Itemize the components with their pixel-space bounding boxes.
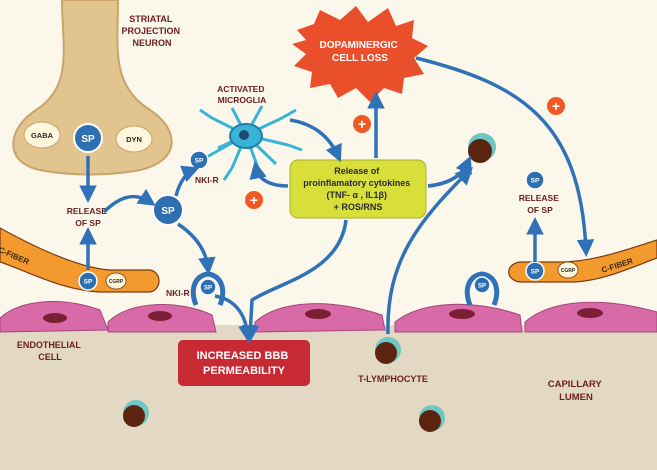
endothelial-label-line1: ENDOTHELIAL — [17, 340, 82, 350]
nki-r-endothelial-label: NKI-R — [166, 288, 190, 298]
nki-r-microglia-label: NKI-R — [195, 175, 219, 185]
sp-label-cfiber-right: SP — [531, 269, 540, 276]
svg-text:ENDOTHELIAL CELL: ENDOTHELIAL CELL — [17, 340, 83, 362]
capillary-label-line1: CAPILLARY — [548, 379, 603, 390]
t-lymphocyte-lumen-right — [419, 405, 445, 432]
sp-central — [152, 194, 184, 226]
sp-central-label: SP — [161, 206, 175, 217]
arrow-sp-to-microglia — [174, 165, 200, 197]
cytokine-line2: proinflamatory cytokines — [303, 178, 410, 188]
arrow-microglia-to-cytokines — [289, 118, 342, 163]
sp-label-cfiber-left: SP — [84, 279, 93, 286]
sp-on-receptor-right: SP — [478, 284, 486, 290]
striatal-label-line2: PROJECTION — [121, 26, 180, 36]
nki-r-receptor-right — [464, 271, 500, 306]
arrow-dopaminergic-to-cfiber — [415, 56, 595, 257]
cytokine-line4: + ROS/RNS — [334, 202, 383, 212]
t-lymphocyte-label: T-LYMPHOCYTE — [358, 374, 428, 384]
cgrp-label-right: CGRP — [561, 268, 576, 274]
endothelial-nuclei — [43, 308, 603, 323]
capillary-label-line2: LUMEN — [559, 392, 593, 403]
svg-text:RELEASE OF SP: RELEASE OF SP — [519, 193, 562, 215]
plus-left-label: + — [250, 192, 258, 208]
arrow-receptor-to-bbb — [214, 294, 256, 343]
microglia-nucleus — [239, 130, 249, 140]
capillary-lumen-area — [0, 325, 657, 470]
dopaminergic-line2: CELL LOSS — [332, 53, 388, 64]
svg-text:Release of proinflamatory: Release of proinflamatory cytokines (TNF… — [303, 166, 413, 212]
cytokine-box — [289, 159, 427, 219]
dyn-vesicle — [115, 125, 153, 153]
sp-vesicle-neuron — [73, 123, 103, 153]
sp-vesicle-right-top — [525, 170, 545, 190]
plus-top-label: + — [358, 116, 366, 132]
sp-vesicle-cfiber-left — [78, 271, 98, 291]
sp-on-receptor-left: SP — [204, 286, 212, 292]
c-fiber-right — [508, 239, 657, 283]
microglia-label-line1: ACTIVATED — [217, 84, 264, 94]
arrow-cytokines-to-bbb — [241, 219, 348, 343]
sp-label-right-top: SP — [531, 178, 540, 185]
sp-on-microglia-label: SP — [195, 158, 204, 165]
plus-sign-left: + — [245, 191, 263, 209]
activated-microglia — [199, 105, 303, 181]
striatal-label-line1: STRIATAL — [129, 14, 173, 24]
release-sp-left-line2: OF SP — [75, 218, 101, 228]
release-sp-right-line2: OF SP — [527, 205, 553, 215]
arrow-lymphocyte-up — [386, 167, 473, 335]
svg-text:INCREASED BBB PERMEABILITY: INCREASED BBB PERMEABILITY — [197, 350, 292, 377]
release-sp-right-line1: RELEASE — [519, 193, 559, 203]
t-lymphocyte-transmigrating — [468, 133, 496, 163]
sp-label-neuron: SP — [81, 134, 95, 145]
dyn-label: DYN — [126, 135, 142, 144]
plus-right-label: + — [552, 98, 560, 114]
dopaminergic-burst — [292, 6, 428, 102]
striatal-label-line3: NEURON — [132, 38, 171, 48]
svg-text:CAPILLARY LUMEN: CAPILLARY LUMEN — [548, 379, 604, 403]
t-lymphocyte-main — [375, 337, 401, 364]
t-lymphocyte-lumen-left — [123, 400, 149, 427]
bbb-line1: INCREASED BBB — [197, 350, 289, 362]
plus-sign-right: + — [547, 97, 565, 115]
plus-sign-top: + — [353, 115, 371, 133]
svg-text:RELEASE OF SP: RELEASE OF SP — [67, 206, 110, 228]
svg-text:ACTIVATED MICROGLIA: ACTIVATED MICROGLIA — [217, 84, 267, 105]
endothelial-label-line2: CELL — [38, 352, 62, 362]
arrow-cytokines-to-microglia — [249, 161, 289, 188]
dopaminergic-line1: DOPAMINERGIC — [320, 40, 398, 51]
arrow-release-to-sp — [102, 188, 156, 214]
cgrp-vesicle-left — [105, 272, 127, 290]
arrow-cytokines-to-lymphocyte — [427, 155, 472, 188]
increased-bbb-box — [178, 340, 310, 386]
gaba-label: GABA — [31, 131, 54, 140]
cgrp-vesicle-right — [557, 261, 579, 279]
cytokine-line1: Release of — [334, 166, 380, 176]
arrows — [79, 56, 595, 343]
cytokine-line3: (TNF- α , IL1β) — [326, 190, 387, 200]
svg-text:DOPAMINERGIC CELL LOSS: DOPAMINERGIC CELL LOSS — [320, 40, 401, 64]
microglia-label-line2: MICROGLIA — [218, 95, 267, 105]
bbb-line2: PERMEABILITY — [203, 365, 286, 377]
cgrp-label-left: CGRP — [109, 279, 124, 285]
arrow-sp-to-receptor — [177, 222, 216, 275]
svg-text:STRIATAL PROJECTION NE: STRIATAL PROJECTION NEURON — [121, 14, 182, 48]
release-sp-left-line1: RELEASE — [67, 206, 107, 216]
gaba-vesicle — [23, 121, 61, 149]
